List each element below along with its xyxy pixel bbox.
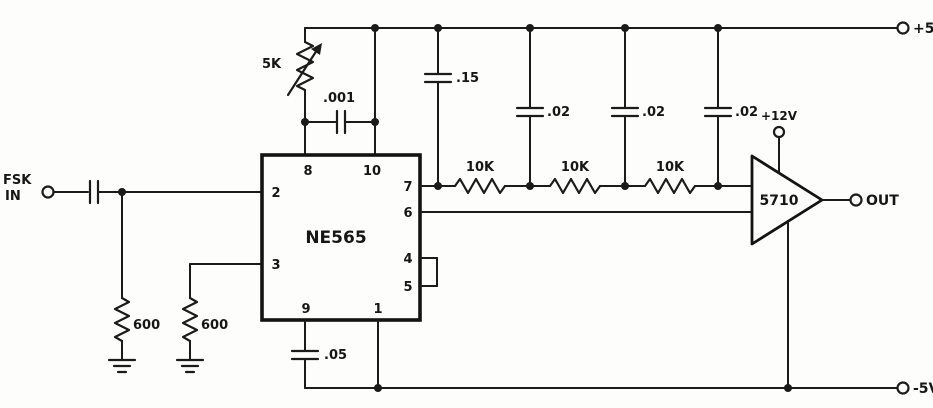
pin-label-3: 3 [271,258,280,273]
filter-cap-1: .02 [515,27,570,187]
resistor-zigzag-icon [181,296,199,343]
pin-label-10: 10 [363,164,381,179]
output-terminal [849,193,863,207]
bias-resistor-1-value: 600 [133,318,160,333]
pin-label-7: 7 [403,180,412,195]
bypass-capacitor: .05 [290,319,347,389]
plus5v-terminal [896,21,910,35]
ground-icon [175,358,205,374]
ladder-filter: 10K 10K 10K .02 .02 [419,27,758,195]
loop-filter-capacitor: .15 [423,27,479,187]
pin4-5-jumper [419,257,438,287]
resistor-zigzag-icon [113,296,131,343]
ground-icon [107,358,137,374]
capacitor-icon [290,349,320,361]
input-label-top: FSK [3,173,32,188]
pot-zigzag-icon [295,40,315,92]
timing-cap-value: .001 [323,91,355,106]
filter-resistor-3-icon [643,177,697,195]
plus12v-terminal [772,125,786,139]
filter-resistor-1-value: 10K [466,160,495,175]
filter-resistor-2-icon [548,177,602,195]
coupling-capacitor-icon [88,179,100,205]
filter-resistor-1-icon [453,177,507,195]
filter-cap-1-value: .02 [547,105,570,120]
pin-label-8: 8 [303,164,312,179]
input-terminal [41,185,55,199]
loop-cap-value: .15 [456,71,479,86]
minus5v-label: -5V [913,381,933,397]
filter-cap-2-value: .02 [642,105,665,120]
frequency-adjust-pot: 5K [262,27,322,156]
bypass-cap-value: .05 [324,348,347,363]
bias-resistor-1: 600 [107,296,160,374]
comparator-name: 5710 [760,193,799,209]
input-section: FSK IN [3,173,263,299]
bias-resistor-2: 600 [175,263,263,374]
comparator: 5710 +12V [750,109,824,389]
filter-cap-2: .02 [610,27,665,187]
output-section: OUT [821,193,899,209]
timing-capacitor: .001 [301,91,379,135]
capacitor-icon [423,72,453,84]
bottom-power-rail: -5V [304,381,933,397]
minus5v-terminal [896,381,910,395]
filter-cap-3-value: .02 [735,105,758,120]
pin-label-4: 4 [403,252,412,267]
pin-label-5: 5 [403,280,412,295]
pot-arrow-icon [286,48,319,97]
filter-resistor-2-value: 10K [561,160,590,175]
junction-dot [434,182,442,190]
pin-label-6: 6 [403,206,412,221]
capacitor-icon [335,109,347,135]
pin-label-1: 1 [373,302,382,317]
bias-resistor-2-value: 600 [201,318,228,333]
ne565-ic: NE565 8 10 2 3 7 6 4 5 9 1 [260,153,422,322]
filter-cap-3: .02 [703,27,758,187]
plus5v-label: +5V [913,21,933,37]
pot-value: 5K [262,57,282,72]
pin-label-9: 9 [301,302,310,317]
top-power-rail: +5V [304,21,933,37]
ic-body [260,153,422,322]
output-label: OUT [866,193,899,209]
filter-resistor-3-value: 10K [656,160,685,175]
ic-name: NE565 [305,228,366,248]
input-label-bottom: IN [5,189,21,204]
comparator-supply-label: +12V [761,109,798,123]
pot-arrowhead-icon [311,43,322,55]
pin-label-2: 2 [271,186,280,201]
